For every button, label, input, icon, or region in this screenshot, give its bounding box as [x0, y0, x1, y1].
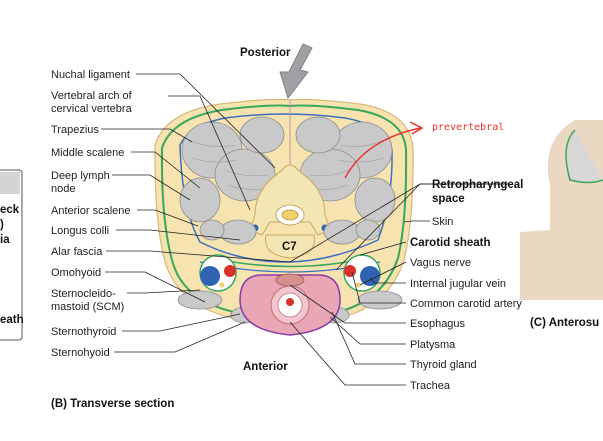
left-panel-fragment: eath — [0, 314, 24, 326]
right-labels: Retropharyngeal space Skin Carotid sheat… — [410, 179, 523, 392]
label-vagus-nerve: Vagus nerve — [410, 257, 471, 269]
label-esophagus: Esophagus — [410, 318, 466, 330]
label-longus-colli: Longus colli — [51, 225, 109, 237]
right-cropped-panel: (C) Anterosu — [520, 120, 603, 329]
posterior-label: Posterior — [240, 47, 291, 59]
label-vertebral-arch: Vertebral arch of — [51, 90, 133, 102]
posterior-arrow — [279, 43, 313, 100]
label-retropharyngeal-space: Retropharyngeal — [432, 179, 523, 191]
left-panel-fragment: ia — [0, 234, 10, 246]
left-labels: Nuchal ligament Vertebral arch of cervic… — [51, 69, 133, 359]
label-trapezius: Trapezius — [51, 124, 99, 136]
label-retropharyngeal-space-2: space — [432, 193, 465, 205]
label-sternocleidomastoid: Sternocleido- — [51, 288, 116, 300]
label-nuchal-ligament: Nuchal ligament — [51, 69, 130, 81]
label-thyroid-gland: Thyroid gland — [410, 359, 477, 371]
label-omohyoid: Omohyoid — [51, 267, 101, 279]
c7-vertebra — [249, 164, 331, 259]
label-middle-scalene: Middle scalene — [51, 147, 124, 159]
left-carotid-sheath — [199, 254, 237, 292]
label-carotid-sheath: Carotid sheath — [410, 237, 491, 249]
label-platysma: Platysma — [410, 339, 456, 351]
left-panel-fragment: eck — [0, 204, 20, 216]
label-sternohyoid: Sternohyoid — [51, 347, 110, 359]
left-leader-lines — [101, 73, 291, 353]
right-carotid-sheath — [343, 254, 381, 292]
label-alar-fascia: Alar fascia — [51, 246, 103, 258]
handwritten-annotation: prevertebral — [344, 121, 504, 179]
right-leader-lines — [289, 183, 508, 386]
label-deep-lymph-node-2: node — [51, 183, 75, 195]
annotation-text: prevertebral — [432, 122, 504, 133]
left-panel-fragment: ) — [0, 219, 4, 231]
label-sternocleidomastoid-2: mastoid (SCM) — [51, 301, 124, 313]
label-vertebral-arch-2: cervical vertebra — [51, 103, 133, 115]
label-anterior-scalene: Anterior scalene — [51, 205, 131, 217]
label-internal-jugular-vein: Internal jugular vein — [410, 278, 506, 290]
label-skin: Skin — [432, 216, 453, 228]
esophagus — [275, 273, 305, 287]
label-sternothyroid: Sternothyroid — [51, 326, 116, 338]
left-cropped-panel: eck ) ia eath — [0, 169, 24, 341]
label-common-carotid-artery: Common carotid artery — [410, 298, 522, 310]
caption-c: (C) Anterosu — [530, 317, 599, 329]
label-trachea: Trachea — [410, 380, 451, 392]
anterior-label: Anterior — [243, 361, 288, 373]
vertebra-label: C7 — [282, 241, 297, 253]
caption-b: (B) Transverse section — [51, 398, 174, 410]
label-deep-lymph-node: Deep lymph — [51, 170, 110, 182]
